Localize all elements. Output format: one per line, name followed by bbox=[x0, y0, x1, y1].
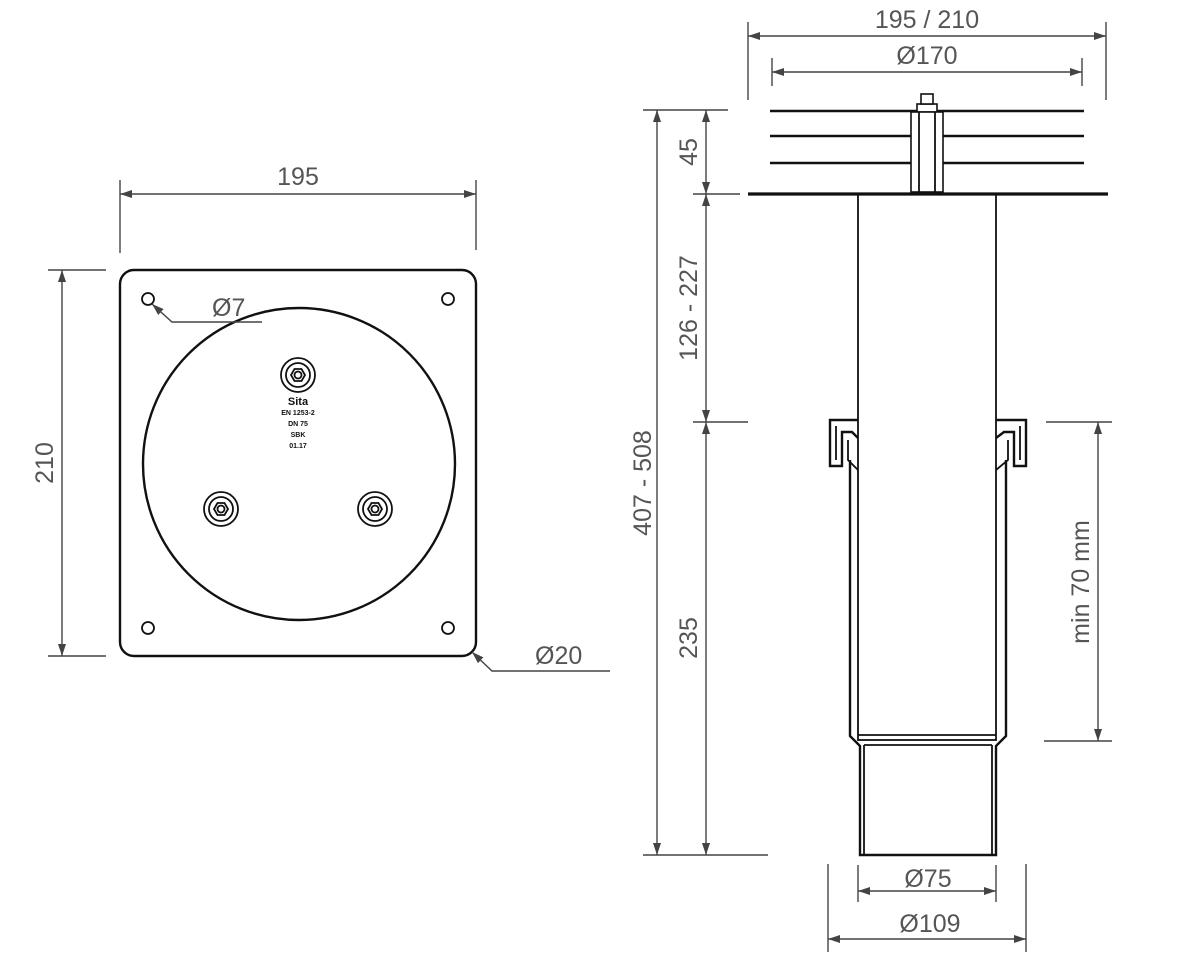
dimension-min: min 70 mm bbox=[1044, 421, 1112, 742]
screw-left bbox=[203, 491, 239, 527]
screw-right bbox=[357, 491, 393, 527]
dim-lower-text: 235 bbox=[675, 617, 703, 659]
dim-adjust-text: 126 - 227 bbox=[675, 255, 703, 361]
screw-top bbox=[280, 357, 316, 393]
dimension-top-outer: 195 / 210 bbox=[747, 6, 1107, 100]
dim-top-inner-text: Ø170 bbox=[896, 42, 957, 70]
grate-label-date: 01.17 bbox=[289, 443, 307, 450]
dim-corner-text: Ø20 bbox=[535, 642, 582, 670]
dim-pipe-outer-text: Ø109 bbox=[899, 910, 960, 938]
side-view: 195 / 210 Ø170 407 - 508 45 126 - 227 23… bbox=[629, 6, 1112, 952]
grate-label-norm: EN 1253-2 bbox=[281, 410, 315, 417]
dimension-height: 210 bbox=[31, 269, 106, 657]
round-grate bbox=[141, 306, 457, 622]
center-bolt bbox=[910, 93, 944, 193]
dimension-total: 407 - 508 bbox=[629, 109, 768, 856]
corner-hole-tl bbox=[141, 292, 155, 306]
dimension-hole: Ø7 bbox=[151, 294, 262, 323]
upper-tube bbox=[857, 193, 997, 741]
dim-hole-text: Ø7 bbox=[212, 294, 245, 322]
grate-label-brand: Sita bbox=[288, 396, 309, 408]
dim-min-text: min 70 mm bbox=[1067, 520, 1095, 644]
clamp-right bbox=[995, 418, 1028, 471]
grate-label-size: DN 75 bbox=[288, 421, 308, 428]
dimension-chain: 45 126 - 227 235 bbox=[675, 110, 748, 855]
base-plate bbox=[118, 268, 478, 658]
top-view: Sita EN 1253-2 DN 75 SBK 01.17 195 210 Ø… bbox=[31, 163, 610, 672]
corner-hole-tr bbox=[441, 292, 455, 306]
dim-width-text: 195 bbox=[277, 163, 319, 191]
corner-hole-br bbox=[441, 621, 455, 635]
dimension-pipe-inner: Ø75 bbox=[857, 865, 997, 902]
dimension-width: 195 bbox=[119, 163, 477, 253]
dimension-corner: Ø20 bbox=[471, 642, 610, 672]
dimension-top-inner: Ø170 bbox=[771, 42, 1083, 86]
grate-label-code: SBK bbox=[291, 432, 306, 439]
dim-height-text: 210 bbox=[31, 442, 59, 484]
corner-hole-bl bbox=[141, 621, 155, 635]
dim-top-section-text: 45 bbox=[675, 138, 703, 166]
dim-top-outer-text: 195 / 210 bbox=[875, 6, 979, 34]
clamp-left bbox=[828, 418, 859, 471]
dim-total-text: 407 - 508 bbox=[629, 430, 657, 536]
outer-body bbox=[848, 460, 1008, 857]
dimension-pipe-outer: Ø109 bbox=[827, 864, 1027, 952]
dim-pipe-inner-text: Ø75 bbox=[904, 865, 951, 893]
